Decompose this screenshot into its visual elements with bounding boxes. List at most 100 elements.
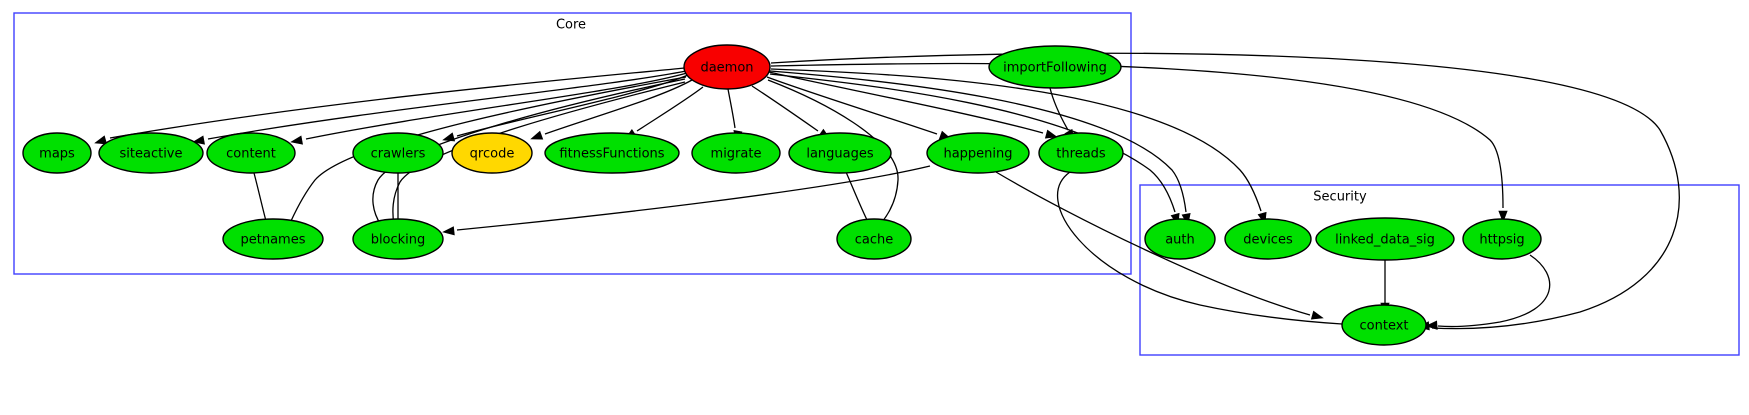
node-maps[interactable]: maps xyxy=(22,132,92,174)
node-label-content: content xyxy=(226,147,276,162)
edge-arrowhead xyxy=(1044,129,1058,139)
node-fitnessFunctions[interactable]: fitnessFunctions xyxy=(544,132,680,174)
node-crawlers[interactable]: crawlers xyxy=(352,132,444,174)
node-shape-migrate[interactable] xyxy=(691,132,781,174)
edge-path xyxy=(109,67,686,139)
node-shape-petnames[interactable] xyxy=(222,218,324,260)
node-shape-devices[interactable] xyxy=(1224,218,1312,260)
cluster-border-security xyxy=(1139,184,1740,356)
node-shape-content[interactable] xyxy=(206,132,296,174)
node-shape-daemon[interactable] xyxy=(683,44,771,90)
node-layer: maps siteactive content crawlers qrcode fitne… xyxy=(22,44,1542,346)
cluster-security: Security xyxy=(1139,184,1740,356)
edge-arrowhead xyxy=(94,135,108,145)
edge-path xyxy=(751,85,819,132)
node-petnames[interactable]: petnames xyxy=(222,218,324,260)
node-threads[interactable]: threads xyxy=(1038,132,1124,174)
node-label-httpsig: httpsig xyxy=(1479,233,1524,248)
node-auth[interactable]: auth xyxy=(1144,218,1216,260)
node-label-auth: auth xyxy=(1165,233,1195,248)
edge-path xyxy=(305,72,688,140)
edge-path xyxy=(636,86,704,132)
node-httpsig[interactable]: httpsig xyxy=(1462,218,1542,260)
edge-path xyxy=(767,79,899,223)
edge-path xyxy=(770,68,1262,212)
edge-arrowhead xyxy=(1498,210,1508,223)
node-label-fitnessFunctions: fitnessFunctions xyxy=(559,147,664,162)
node-label-petnames: petnames xyxy=(241,233,306,248)
node-shape-maps[interactable] xyxy=(22,132,92,174)
edge-daemon-to-httpsig xyxy=(770,62,1508,223)
cluster-core: Core xyxy=(13,12,1132,275)
node-label-devices: devices xyxy=(1243,233,1293,248)
node-label-linked_data_sig: linked_data_sig xyxy=(1335,233,1435,248)
node-shape-siteactive[interactable] xyxy=(98,132,204,174)
edge-path xyxy=(1049,87,1069,131)
edge-daemon-to-maps xyxy=(94,67,686,145)
node-label-qrcode: qrcode xyxy=(470,147,515,162)
edge-path xyxy=(768,71,1044,134)
node-shape-httpsig[interactable] xyxy=(1462,218,1542,260)
edge-arrowhead xyxy=(1425,320,1438,330)
node-shape-cache[interactable] xyxy=(836,218,912,260)
edge-arrowhead xyxy=(530,130,544,140)
edge-path xyxy=(995,171,1311,316)
edge-happening-to-blocking xyxy=(442,165,931,236)
edge-path xyxy=(766,76,938,135)
node-shape-auth[interactable] xyxy=(1144,218,1216,260)
edge-path xyxy=(770,62,1504,209)
node-label-siteactive: siteactive xyxy=(120,147,183,162)
node-label-migrate: migrate xyxy=(711,147,762,162)
edge-path xyxy=(727,88,736,129)
edge-path xyxy=(1057,171,1343,325)
node-shape-linked_data_sig[interactable] xyxy=(1315,217,1455,261)
node-siteactive[interactable]: siteactive xyxy=(98,132,204,174)
node-label-context: context xyxy=(1360,319,1409,334)
node-daemon[interactable]: daemon xyxy=(683,44,771,90)
edge-arrowhead xyxy=(1310,310,1324,320)
edge-path xyxy=(769,73,1176,213)
node-label-cache: cache xyxy=(855,233,894,248)
edge-httpsig-to-context xyxy=(1425,254,1551,330)
node-label-languages: languages xyxy=(806,147,874,162)
node-happening[interactable]: happening xyxy=(926,132,1030,174)
edge-path xyxy=(207,70,687,140)
node-devices[interactable]: devices xyxy=(1224,218,1312,260)
node-shape-threads[interactable] xyxy=(1038,132,1124,174)
node-content[interactable]: content xyxy=(206,132,296,174)
edge-daemon-to-threads xyxy=(768,71,1058,139)
node-label-maps: maps xyxy=(39,147,75,162)
node-languages[interactable]: languages xyxy=(788,132,892,174)
node-shape-importFollowing[interactable] xyxy=(988,45,1122,89)
edge-daemon-to-qrcode xyxy=(530,79,693,140)
node-shape-context[interactable] xyxy=(1341,304,1427,346)
edge-layer xyxy=(94,52,1680,331)
node-shape-fitnessFunctions[interactable] xyxy=(544,132,680,174)
node-context[interactable]: context xyxy=(1341,304,1427,346)
edge-arrowhead xyxy=(290,135,303,145)
node-linked_data_sig[interactable]: linked_data_sig xyxy=(1315,217,1455,261)
edge-path xyxy=(253,172,267,222)
edge-path xyxy=(769,70,1187,213)
node-shape-happening[interactable] xyxy=(926,132,1030,174)
node-label-importFollowing: importFollowing xyxy=(1003,61,1107,76)
node-importFollowing[interactable]: importFollowing xyxy=(988,45,1122,89)
node-cache[interactable]: cache xyxy=(836,218,912,260)
edge-path xyxy=(544,79,693,135)
edge-path xyxy=(1437,254,1551,328)
node-shape-blocking[interactable] xyxy=(352,218,444,260)
node-qrcode[interactable]: qrcode xyxy=(451,132,533,174)
node-label-blocking: blocking xyxy=(371,233,426,248)
node-label-threads: threads xyxy=(1056,147,1106,162)
edge-daemon-to-languages xyxy=(751,85,831,140)
node-label-happening: happening xyxy=(943,147,1012,162)
node-shape-qrcode[interactable] xyxy=(451,132,533,174)
node-blocking[interactable]: blocking xyxy=(352,218,444,260)
node-migrate[interactable]: migrate xyxy=(691,132,781,174)
edge-daemon-to-content xyxy=(290,72,688,145)
node-shape-crawlers[interactable] xyxy=(352,132,444,174)
node-shape-languages[interactable] xyxy=(788,132,892,174)
